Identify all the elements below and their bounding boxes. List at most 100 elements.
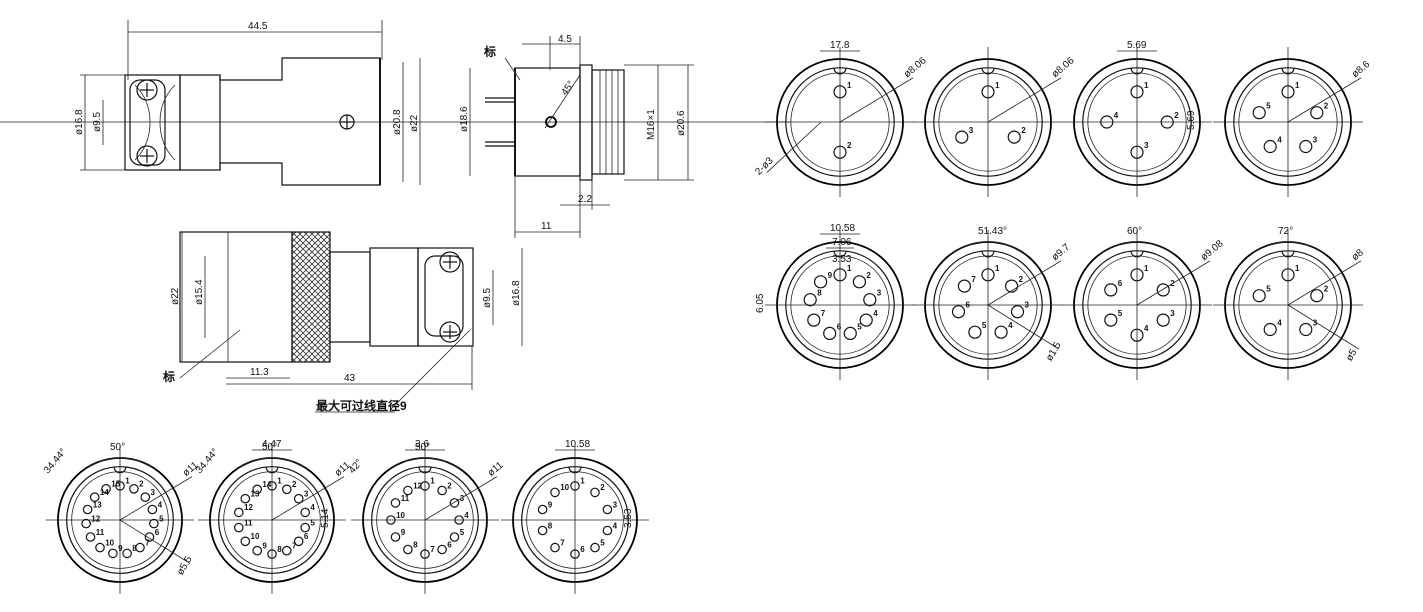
pin-label: 12: [413, 481, 422, 490]
pin-hole: [149, 518, 159, 529]
pin-label: 1: [1144, 264, 1149, 273]
pin-hole: [281, 484, 292, 495]
pin-label: 13: [251, 490, 260, 499]
pin-label: 4: [1277, 136, 1282, 145]
pin-hole: [570, 549, 580, 559]
diameter-label: ø5.5: [175, 554, 195, 577]
pin-hole: [108, 548, 118, 559]
pin-hole: [1263, 322, 1277, 337]
pin-label: 6: [447, 540, 452, 549]
mark-label: 标: [483, 44, 496, 59]
pin-label: 10: [396, 511, 405, 520]
pin-hole: [807, 313, 821, 327]
pin-hole: [843, 326, 857, 340]
pin-label: 7: [145, 538, 150, 547]
pin-hole: [1130, 268, 1144, 282]
pin-label: 2: [847, 141, 852, 150]
pin-hole: [449, 498, 460, 508]
holes-label: 2-ø3: [753, 155, 776, 178]
pin-label: 2: [866, 271, 871, 280]
pin-label: 10: [105, 538, 114, 547]
dim-label: 5.69: [1186, 110, 1197, 130]
dim-label: 17.8: [830, 40, 850, 51]
pin-label: 3: [460, 494, 465, 503]
pin-label: 7: [971, 275, 976, 284]
pin-label: 10: [251, 532, 260, 541]
pin-hole: [82, 504, 93, 515]
angle-label: 34.44°: [42, 447, 69, 476]
pin-hole: [1130, 145, 1144, 159]
pin-hole: [803, 293, 817, 307]
diameter-label: ø1.5: [1044, 340, 1064, 363]
face-views: 1217.8ø8.062-ø3123ø8.0612345.695.6912345…: [42, 40, 1373, 594]
pin-label: 1: [580, 477, 585, 486]
dim-label: 3.53: [832, 254, 852, 265]
dim-length: 44.5: [248, 21, 268, 32]
pin-hole: [1100, 115, 1114, 129]
dim-len-front: 11.3: [250, 367, 269, 378]
pin-label: 6: [580, 545, 585, 554]
pin-hole: [252, 545, 263, 556]
pin-hole: [240, 536, 251, 547]
pin-hole: [1252, 289, 1266, 303]
pin-label: 10: [560, 483, 569, 492]
pin-label: 13: [93, 500, 102, 509]
diameter-label: ø8.6: [1350, 59, 1373, 81]
pin-hole: [1130, 328, 1144, 342]
angle-label: 42°: [347, 457, 365, 476]
pin-label: 5: [600, 538, 605, 547]
pin-hole: [951, 305, 966, 319]
pin-hole: [267, 549, 277, 559]
angle-label: 51.43°: [978, 226, 1007, 237]
pin-hole: [1130, 85, 1144, 99]
pin-label: 9: [401, 528, 406, 537]
pin-hole: [437, 544, 447, 555]
pin-hole: [1004, 279, 1019, 293]
connector-side-view: ø16.8 ø9.5 44.5 ø20.8 ø22: [74, 20, 421, 186]
pin-label: 4: [1144, 324, 1149, 333]
pin-label: 8: [413, 540, 418, 549]
dim-angle: 45°: [559, 79, 577, 98]
pin-hole: [140, 492, 151, 502]
pin-hole: [1281, 268, 1295, 282]
pin-hole: [590, 542, 600, 553]
pin-hole: [550, 487, 560, 498]
pin-label: 8: [132, 544, 137, 553]
pin-label: 6: [304, 532, 309, 541]
pin-hole: [386, 515, 396, 525]
dim-d-right-1: ø20.8: [392, 109, 403, 135]
pin-label: 2: [1019, 275, 1024, 284]
pin-label: 1: [430, 477, 435, 486]
pin-hole: [1160, 115, 1174, 129]
pin-hole: [129, 483, 139, 494]
pin-label: 3: [1170, 309, 1175, 318]
pin-label: 1: [1295, 264, 1300, 273]
pin-label: 3: [1025, 301, 1030, 310]
diameter-label: ø8.06: [902, 55, 929, 80]
pin-label: 4: [1277, 319, 1282, 328]
dim-d-clamp-outer: ø16.8: [511, 280, 522, 306]
pin-label: 5: [982, 321, 987, 330]
pin-label: 1: [995, 81, 1000, 90]
pin-hole: [449, 532, 460, 542]
pin-label: 11: [244, 518, 253, 527]
dim-11: 11: [541, 221, 552, 232]
pin-label: 9: [828, 271, 833, 280]
dim-label: 6.05: [755, 293, 766, 313]
pin-label: 6: [1118, 279, 1123, 288]
pin-label: 14: [262, 480, 271, 489]
pin-label: 3: [877, 289, 882, 298]
pin-label: 11: [96, 528, 105, 537]
pin-label: 9: [548, 500, 553, 509]
pin-label: 11: [401, 494, 410, 503]
diameter-label: ø9.08: [1199, 238, 1226, 263]
socket-side-view: ø18.6 4.5 45° 标 M16×1 ø20.6 2.2 11: [459, 34, 694, 238]
pin-label: 1: [125, 477, 130, 486]
pin-hole: [437, 485, 447, 496]
